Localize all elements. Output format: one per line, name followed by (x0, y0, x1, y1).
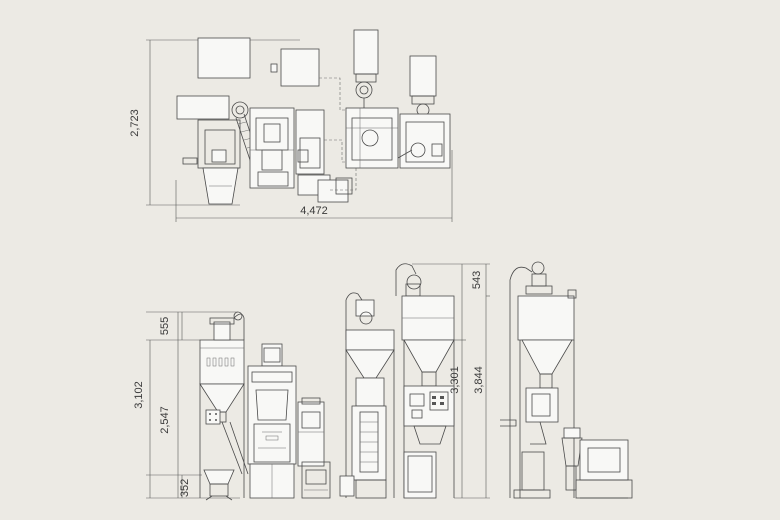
plan-sorter (295, 109, 325, 175)
elev-left-total-label: 3,102 (133, 381, 145, 409)
elev-control-box (205, 409, 221, 425)
elev-separator-tower (339, 292, 395, 499)
plan-small-box (270, 63, 278, 73)
plan-machine-3 (399, 113, 451, 169)
plan-tank-a (353, 29, 379, 75)
plan-width-dimension: 4,472 (175, 150, 453, 222)
plan-machine-2 (345, 107, 399, 169)
plan-height-dimension: 2,723 (129, 39, 300, 206)
plan-tank-b (409, 55, 437, 97)
elevation-left-dimensions: 555 3,102 2,547 352 (133, 311, 240, 499)
elevation-left: 555 3,102 2,547 352 (133, 263, 490, 501)
plan-panel-a (197, 37, 251, 79)
plan-central-machine (249, 107, 295, 189)
elev-left-mid-label: 2,547 (159, 406, 171, 434)
side-machine (525, 387, 559, 423)
plan-view: 2,723 4,472 (129, 29, 453, 222)
plan-panel-b (280, 48, 320, 87)
elevation-middle-dimensions: 543 3,301 3,844 (412, 263, 490, 499)
side-storage-tank (517, 295, 575, 341)
plan-hopper-unit (176, 95, 230, 120)
side-motor-unit (579, 439, 629, 481)
elev-tank-tower (395, 263, 455, 499)
elev-left-top-label: 555 (159, 317, 171, 335)
elev-mid-top-label: 543 (471, 271, 483, 289)
plan-height-label: 2,723 (129, 109, 141, 137)
elev-mid-dim-b-label: 3,844 (473, 366, 485, 394)
elev-mid-dim-a-label: 3,301 (449, 366, 461, 394)
plan-width-label: 4,472 (300, 205, 328, 217)
plan-motor-box (317, 179, 349, 203)
elev-left-bottom-label: 352 (179, 479, 191, 497)
elevation-side (500, 261, 633, 499)
elev-husker (247, 365, 297, 465)
